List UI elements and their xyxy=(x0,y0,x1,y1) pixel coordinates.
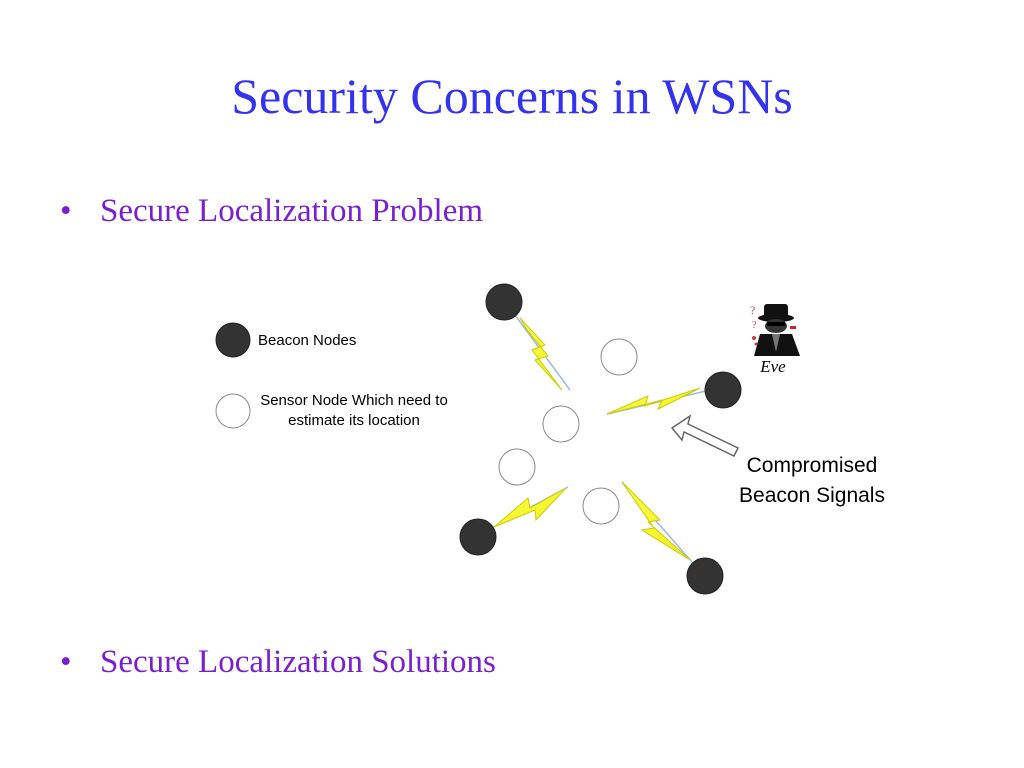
eve-label: Eve xyxy=(760,357,786,376)
compromised-signals-callout: Compromised Beacon Signals xyxy=(712,451,912,511)
lightning-bolt-top xyxy=(514,314,571,391)
slide-title: Security Concerns in WSNs xyxy=(231,68,793,124)
sensor-node xyxy=(582,487,620,525)
bullet-marker: • xyxy=(60,193,72,229)
svg-text:?: ? xyxy=(752,320,757,331)
spy-icon: ? ? xyxy=(748,302,806,376)
beacon-node xyxy=(704,371,742,409)
beacon-node xyxy=(485,283,523,321)
lightning-bolt-bottom-right xyxy=(621,481,693,563)
bullet-secure-localization-solutions: • Secure Localization Solutions xyxy=(60,642,496,682)
callout-line-1: Compromised xyxy=(746,454,878,477)
legend-beacon-node-icon xyxy=(215,322,251,358)
legend-beacon-label: Beacon Nodes xyxy=(258,332,357,349)
lightning-bolt-right xyxy=(606,387,707,415)
callout-line-2: Beacon Signals xyxy=(739,484,885,507)
sensor-node xyxy=(542,405,580,443)
sensor-node xyxy=(600,338,638,376)
bullet-secure-localization-problem: • Secure Localization Problem xyxy=(60,191,483,231)
bullet-text: Secure Localization Problem xyxy=(100,193,484,229)
legend-sensor-node-icon xyxy=(215,393,251,429)
sensor-node xyxy=(498,448,536,486)
bullet-text: Secure Localization Solutions xyxy=(100,644,496,680)
bullet-marker: • xyxy=(60,644,72,680)
lightning-bolt-bottom-left xyxy=(493,486,569,528)
svg-text:?: ? xyxy=(750,303,755,317)
beacon-node xyxy=(459,518,497,556)
legend-sensor-label: Sensor Node Which need to estimate its l… xyxy=(260,392,448,429)
beacon-node xyxy=(686,557,724,595)
callout-arrow-icon xyxy=(670,414,740,457)
